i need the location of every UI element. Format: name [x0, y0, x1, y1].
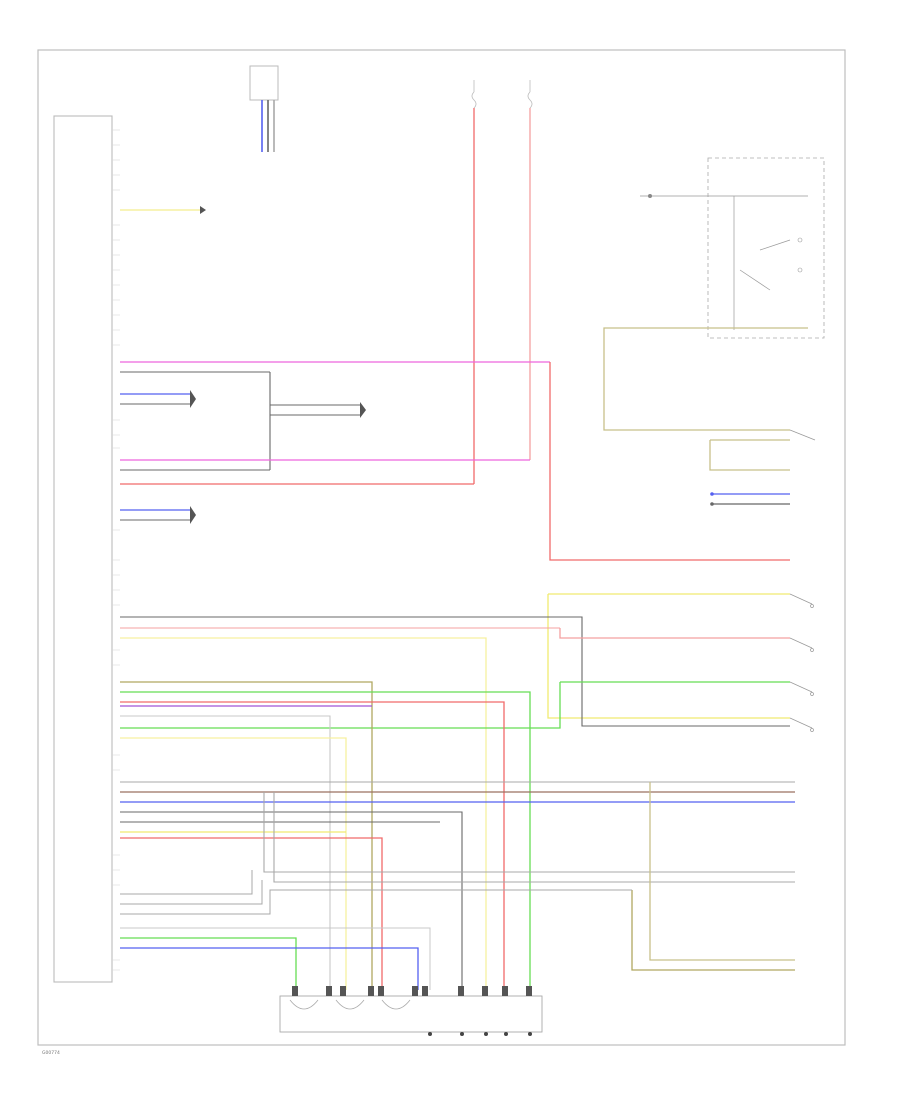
- bottom-connector-pins: [292, 986, 532, 996]
- right-switches: [789, 593, 814, 732]
- steering-switch-box: [707, 157, 825, 339]
- connector-arrows: [190, 390, 196, 524]
- top-sensor-box: [249, 65, 279, 101]
- tcm-module: [53, 115, 113, 983]
- diagram-frame: [37, 49, 846, 1046]
- wire-tan-loop: [603, 327, 790, 431]
- bottom-connector: [279, 995, 543, 1033]
- figure-code: G00774: [42, 1050, 60, 1056]
- top-fuse-right: [527, 80, 533, 109]
- tcm-pin-ticks: [112, 129, 120, 971]
- top-fuse-left: [471, 80, 477, 109]
- top-sensor-wires: [261, 100, 275, 152]
